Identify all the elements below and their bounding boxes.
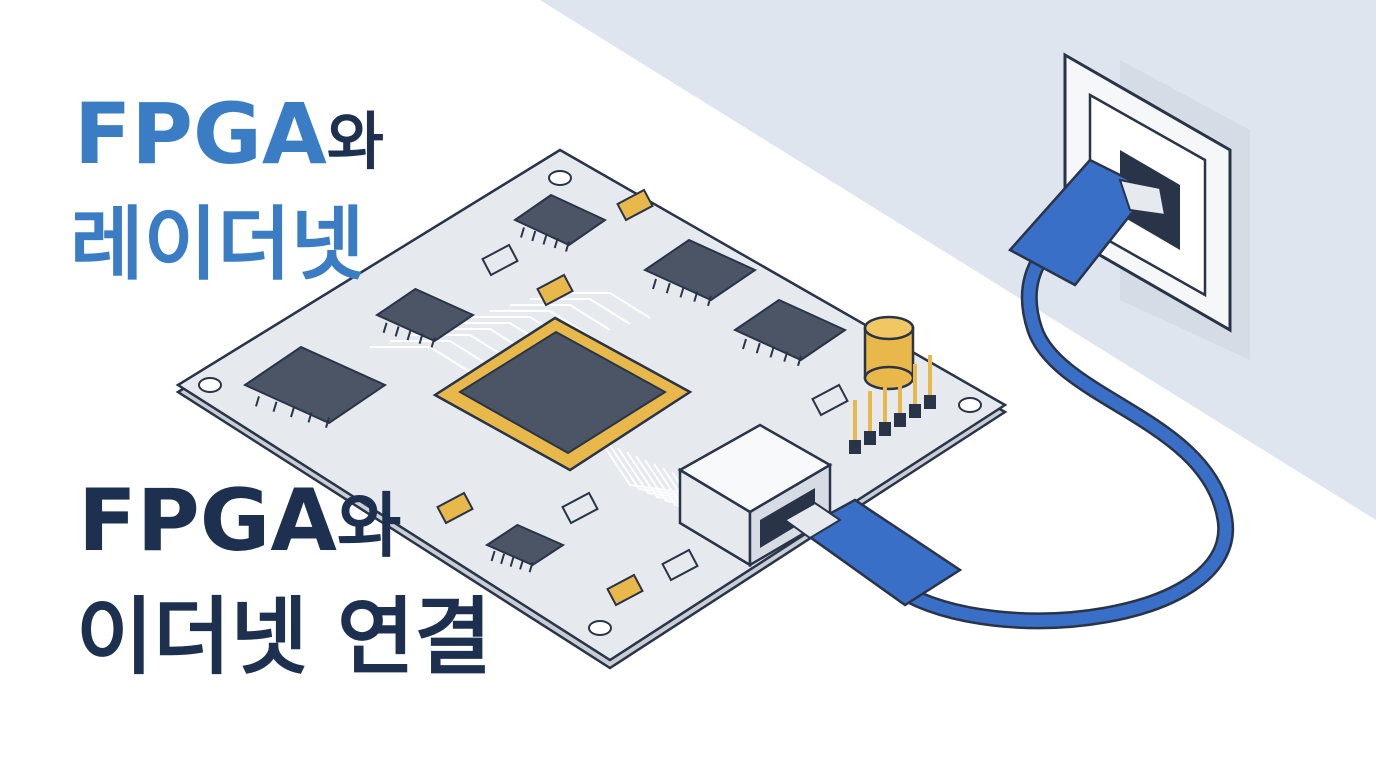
plug-board	[797, 498, 963, 607]
ic-chip	[484, 523, 566, 573]
mounting-hole	[198, 377, 222, 393]
ic-chip	[642, 238, 758, 307]
ic-chip	[512, 193, 608, 252]
title-bottom-line2: 이더넷 연결	[76, 588, 492, 686]
trace	[390, 340, 491, 367]
smd-component	[536, 273, 574, 307]
circuit-board	[175, 148, 1008, 670]
smd-component	[616, 188, 654, 222]
ic-chip	[732, 298, 848, 367]
smd-component	[481, 243, 519, 277]
title-top-line1: FPGA와	[74, 92, 384, 176]
fpga-chip	[432, 316, 693, 472]
trace	[370, 346, 471, 373]
title-bottom-suffix: 와	[336, 485, 402, 567]
trace	[490, 310, 591, 337]
title-bottom-line1: FPGA와	[78, 478, 401, 564]
smd-component	[661, 548, 699, 582]
smd-component	[606, 573, 644, 607]
title-top-fpga: FPGA	[74, 85, 327, 183]
mounting-hole	[588, 620, 612, 636]
capacitor	[863, 315, 915, 391]
ethernet-cable	[783, 158, 1234, 630]
pin-header	[849, 355, 936, 454]
trace	[599, 439, 701, 496]
smd-component	[811, 383, 849, 417]
trace	[510, 304, 611, 331]
ic-chip	[374, 287, 476, 348]
ic-chip	[242, 345, 388, 428]
smd-component	[436, 491, 474, 525]
title-top-suffix: 와	[326, 105, 384, 178]
title-top-line2: 레이더넷	[70, 198, 365, 291]
mounting-hole	[548, 170, 572, 186]
mounting-hole	[958, 397, 982, 413]
title-bottom-fpga: FPGA	[78, 471, 337, 571]
smd-component	[561, 491, 599, 525]
